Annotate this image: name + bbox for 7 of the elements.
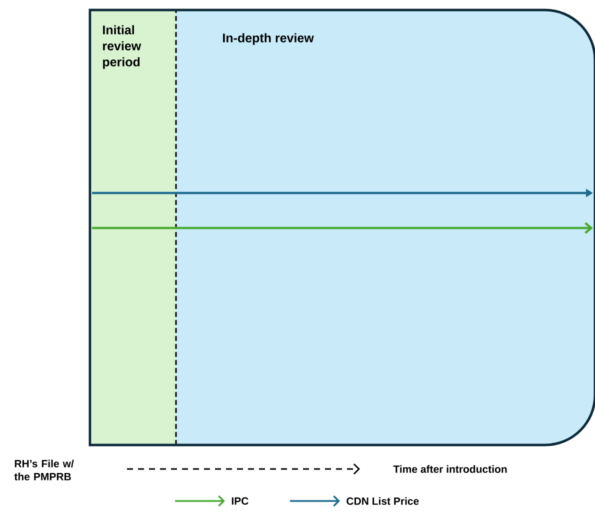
axis-label: RH’s File w/ the PMPRB: [14, 460, 74, 480]
axis-label: Time after introduction: [393, 465, 507, 473]
legend-label: CDN List Price: [346, 497, 419, 505]
review-region: In-depth review: [176, 10, 595, 445]
price-arrow: [92, 222, 593, 234]
review-band: Initial review period: [92, 10, 176, 445]
legend-label: IPC: [232, 497, 248, 505]
